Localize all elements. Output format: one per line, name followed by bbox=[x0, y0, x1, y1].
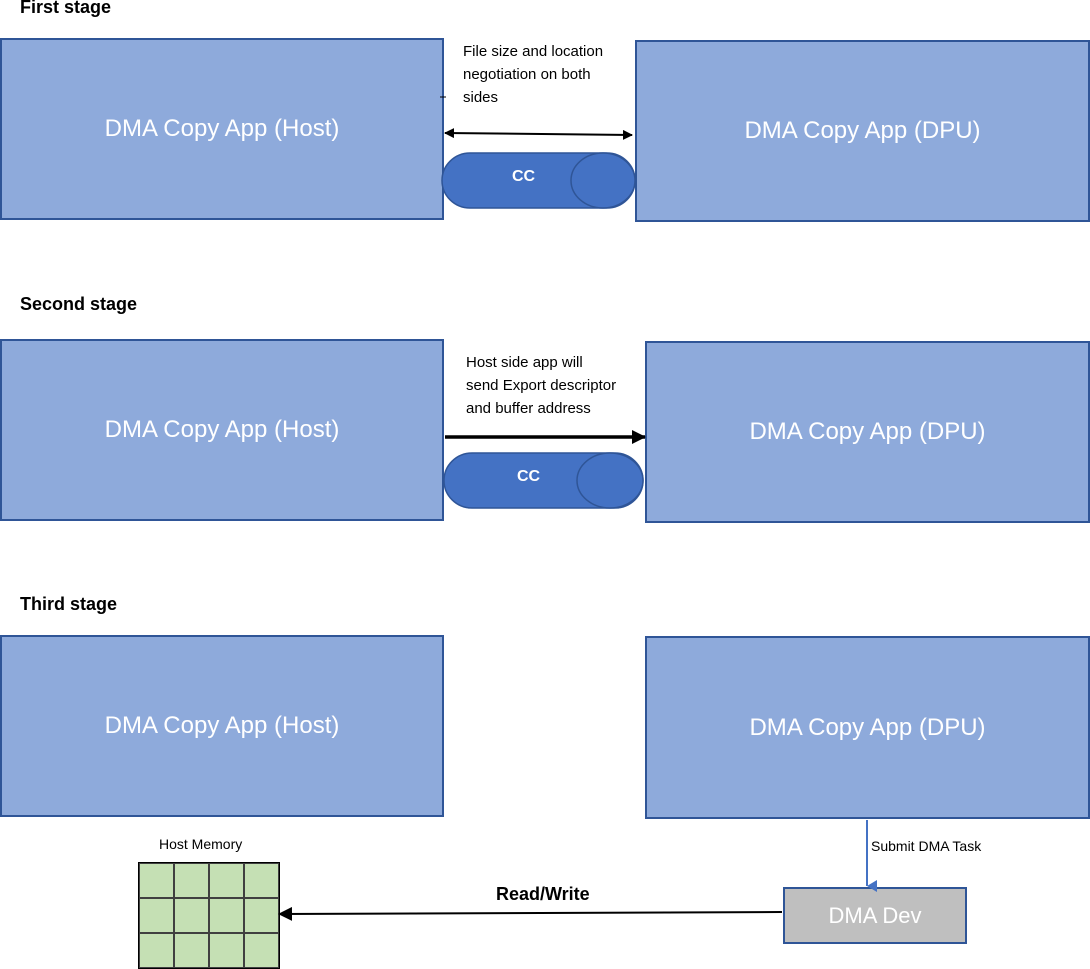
dma-dev-box: DMA Dev bbox=[783, 887, 967, 944]
stage1-host-app-box: DMA Copy App (Host) bbox=[0, 38, 444, 220]
stage1-note-line: File size and location bbox=[463, 43, 604, 60]
memory-cell bbox=[209, 898, 244, 933]
stage1-note-line: sides bbox=[463, 89, 499, 106]
stage3-host-app-label: DMA Copy App (Host) bbox=[104, 712, 340, 739]
stage2-host-app-box: DMA Copy App (Host) bbox=[0, 339, 444, 521]
stage1-dpu-app-box: DMA Copy App (DPU) bbox=[635, 40, 1090, 222]
memory-cell bbox=[209, 863, 244, 898]
read-write-label: Read/Write bbox=[496, 884, 590, 904]
stage1-cc-channel-icon bbox=[441, 152, 636, 209]
memory-cell bbox=[139, 863, 174, 898]
stage2-dpu-app-box: DMA Copy App (DPU) bbox=[645, 341, 1090, 523]
memory-cell bbox=[139, 898, 174, 933]
host-memory-grid bbox=[138, 862, 280, 969]
stage3-title: Third stage bbox=[20, 594, 118, 614]
stage3-dpu-app-box: DMA Copy App (DPU) bbox=[645, 636, 1090, 819]
stage2-note-line: send Export descriptor bbox=[466, 377, 617, 394]
stage2-title: Second stage bbox=[20, 294, 138, 314]
stage2-cc-channel-icon bbox=[443, 452, 644, 509]
memory-cell bbox=[174, 933, 209, 968]
memory-cell bbox=[244, 898, 279, 933]
stage1-cc-label: CC bbox=[512, 168, 536, 185]
submit-dma-task-label: Submit DMA Task bbox=[871, 838, 982, 854]
stage2-dpu-app-label: DMA Copy App (DPU) bbox=[749, 418, 986, 445]
memory-cell bbox=[209, 933, 244, 968]
stage2-host-app-label: DMA Copy App (Host) bbox=[104, 416, 340, 443]
stage3-dpu-app-label: DMA Copy App (DPU) bbox=[749, 713, 986, 741]
memory-cell bbox=[174, 863, 209, 898]
host-memory-label: Host Memory bbox=[159, 836, 243, 852]
stage1-dpu-app-label: DMA Copy App (DPU) bbox=[744, 117, 981, 144]
stage1-note: File size and location negotiation on bo… bbox=[463, 40, 603, 109]
stage1-bidirectional-arrow bbox=[444, 128, 633, 140]
stage3-host-app-box: DMA Copy App (Host) bbox=[0, 635, 444, 817]
memory-cell bbox=[174, 898, 209, 933]
stage2-cc-label: CC bbox=[517, 468, 541, 485]
stage1-title: First stage bbox=[20, 0, 112, 17]
stage1-note-line: negotiation on both bbox=[463, 66, 591, 83]
stage1-host-app-label: DMA Copy App (Host) bbox=[104, 115, 340, 142]
memory-cell bbox=[244, 863, 279, 898]
stage2-note: Host side app will send Export descripto… bbox=[466, 351, 616, 420]
stage2-note-line: and buffer address bbox=[466, 400, 591, 417]
dma-dev-label: DMA Dev bbox=[828, 902, 922, 928]
read-write-arrow bbox=[278, 906, 783, 921]
stage2-note-line: Host side app will bbox=[466, 354, 583, 371]
